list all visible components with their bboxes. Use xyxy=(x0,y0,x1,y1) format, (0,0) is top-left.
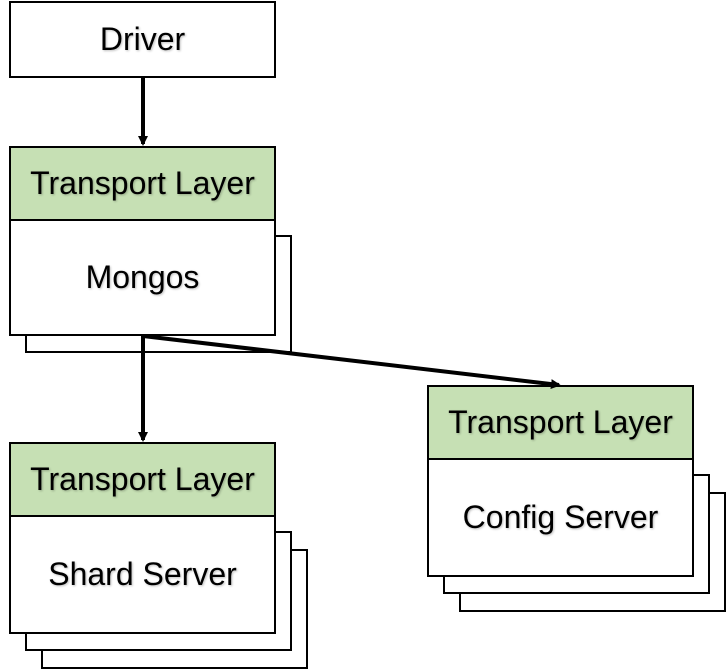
config-server-node: Transport Layer Config Server xyxy=(427,385,694,577)
shard-server-label: Shard Server xyxy=(48,556,237,592)
driver-node: Driver xyxy=(9,1,276,78)
driver-label: Driver xyxy=(99,21,186,57)
mongos-node: Transport Layer Mongos xyxy=(9,146,276,336)
mongos-transport-layer: Transport Layer xyxy=(11,148,274,221)
mongos-label: Mongos xyxy=(85,259,200,295)
shard-transport-layer: Transport Layer xyxy=(11,444,274,517)
config-server-label: Config Server xyxy=(462,499,659,535)
config-transport-layer: Transport Layer xyxy=(429,387,692,460)
shard-server-node: Transport Layer Shard Server xyxy=(9,442,276,634)
